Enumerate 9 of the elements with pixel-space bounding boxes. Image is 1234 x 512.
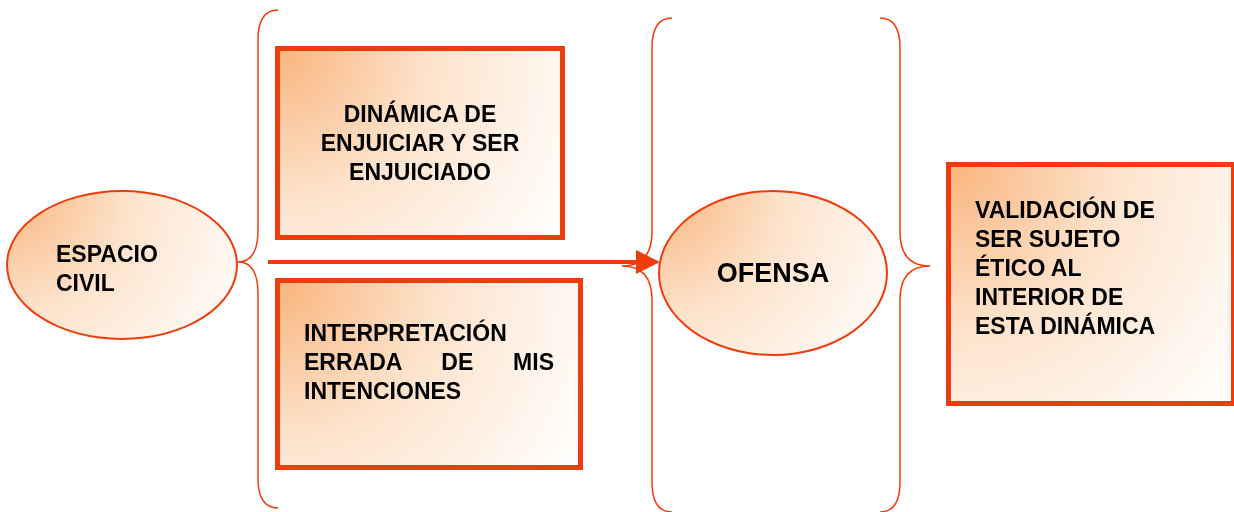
- arrow: [268, 250, 660, 274]
- process-box: [275, 278, 583, 470]
- node-label: VALIDACIÓN DE SER SUJETO ÉTICO AL INTERIOR DE ESTA DINÁMICA: [975, 195, 1157, 341]
- process-box: [946, 162, 1234, 406]
- node-label: INTERPRETACIÓN ERRADA DE MIS INTENCIONES: [304, 318, 554, 406]
- node-label: OFENSA: [715, 258, 831, 288]
- node-label: ESPACIO CIVIL: [56, 240, 159, 298]
- node-label: DINÁMICA DE ENJUICIAR Y SER ENJUICIADO: [320, 99, 520, 187]
- process-box: [275, 46, 565, 240]
